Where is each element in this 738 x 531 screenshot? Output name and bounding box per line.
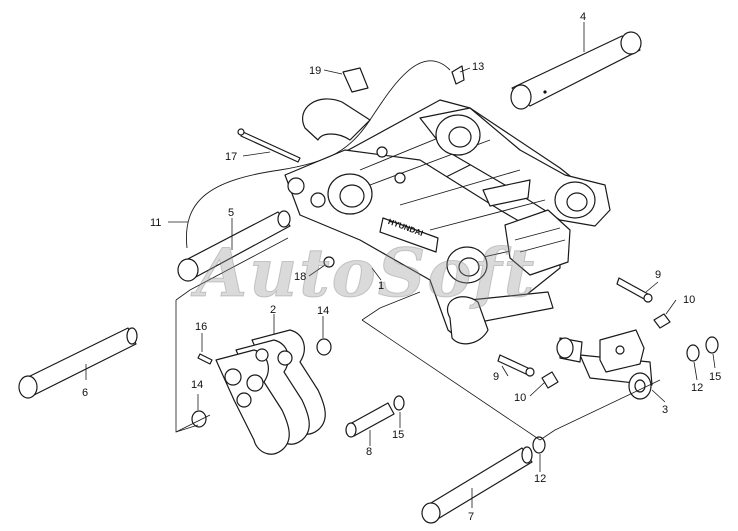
callout-5: 5 bbox=[228, 207, 234, 219]
callout-labels: 1 2 3 4 5 6 7 8 9 9 10 10 11 12 12 13 14… bbox=[82, 11, 721, 523]
callout-14-upper: 14 bbox=[317, 305, 329, 317]
callout-15-left: 15 bbox=[392, 429, 404, 441]
pin-13 bbox=[451, 65, 465, 85]
leader-lines bbox=[85, 22, 716, 508]
callout-12-bottom: 12 bbox=[534, 473, 546, 485]
callout-15-right: 15 bbox=[709, 371, 721, 383]
clip-19 bbox=[342, 67, 369, 93]
callout-16: 16 bbox=[195, 321, 207, 333]
hyundai-nameplate bbox=[379, 217, 439, 253]
callout-10-left: 10 bbox=[514, 392, 526, 404]
callout-19: 19 bbox=[309, 65, 321, 77]
ring-12-bottom bbox=[532, 436, 546, 454]
pin-4 bbox=[510, 31, 642, 110]
callout-17: 17 bbox=[225, 151, 237, 163]
pin-7 bbox=[421, 446, 533, 524]
plug-16 bbox=[197, 353, 213, 365]
fitting-9-left bbox=[497, 354, 529, 375]
wire-11 bbox=[185, 60, 451, 249]
small-parts bbox=[191, 65, 719, 454]
callout-1: 1 bbox=[378, 280, 384, 292]
coupler-frame: HYUNDAI bbox=[284, 98, 611, 345]
callout-14-lower: 14 bbox=[191, 379, 203, 391]
bolt-17 bbox=[240, 131, 301, 163]
callout-2: 2 bbox=[270, 304, 276, 316]
callout-12-right: 12 bbox=[691, 382, 703, 394]
fitting-9-right bbox=[616, 277, 649, 301]
pin-8 bbox=[345, 402, 395, 438]
callout-3: 3 bbox=[662, 404, 668, 416]
cylinder-3 bbox=[556, 329, 653, 400]
callout-10-right: 10 bbox=[683, 294, 695, 306]
callout-8: 8 bbox=[366, 446, 372, 458]
watermark: AutoSoft bbox=[190, 234, 536, 312]
callout-18: 18 bbox=[294, 271, 306, 283]
ring-15-left bbox=[393, 395, 405, 411]
ring-15-right bbox=[705, 336, 719, 354]
callout-9-right: 9 bbox=[655, 269, 661, 281]
assembly-lines bbox=[175, 237, 661, 441]
callout-9-left: 9 bbox=[493, 371, 499, 383]
ring-14-lower bbox=[191, 410, 207, 428]
callout-6: 6 bbox=[82, 387, 88, 399]
callout-11: 11 bbox=[150, 217, 161, 229]
ring-12-right bbox=[686, 344, 700, 362]
ring-14-upper bbox=[316, 338, 332, 356]
side-plates-2 bbox=[215, 329, 326, 455]
fitting-18 bbox=[323, 256, 335, 268]
pin-6 bbox=[18, 327, 138, 399]
callout-4: 4 bbox=[580, 11, 586, 23]
callout-7: 7 bbox=[468, 511, 474, 523]
pin-5 bbox=[177, 210, 291, 282]
elbow-10-left bbox=[541, 371, 559, 389]
elbow-10-right bbox=[653, 313, 671, 329]
callout-13: 13 bbox=[472, 61, 484, 73]
